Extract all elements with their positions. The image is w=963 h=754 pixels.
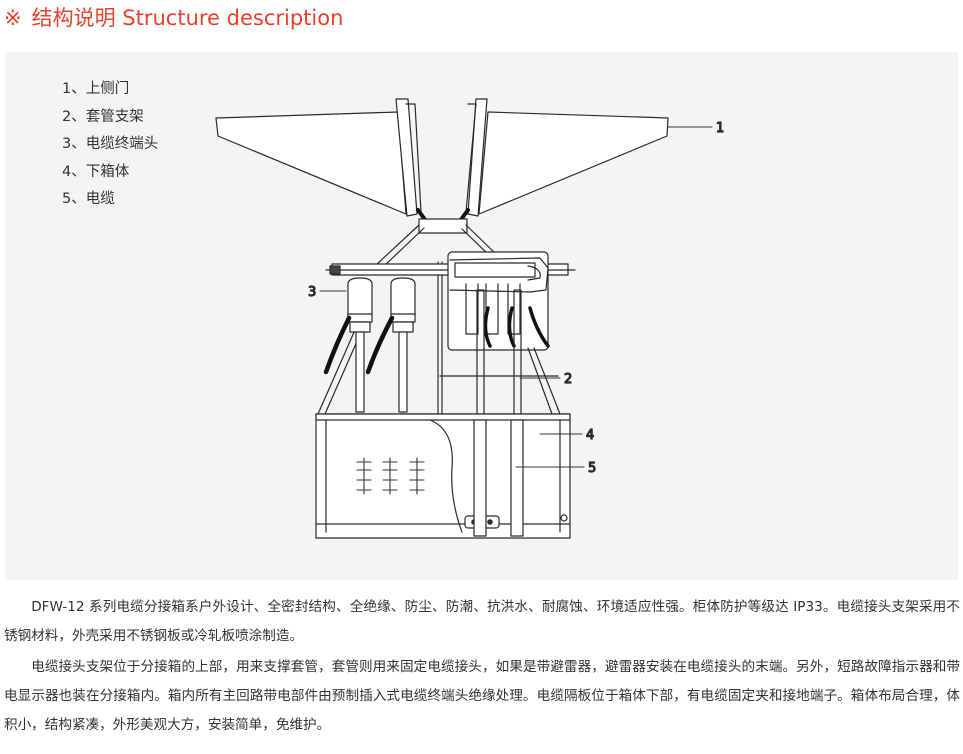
legend-item-4: 4、下箱体 [62,163,130,180]
structure-diagram: 1 2 3 4 5 [215,98,725,539]
upper-side-door-right [465,98,669,217]
description-paragraph-2: 电缆接头支架位于分接箱的上部，用来支撑套管，套管则用来固定电缆接头，如果是带避雷… [4,659,960,733]
callout-4: 4 [586,428,594,443]
parts-legend: 1、上侧门 2、套管支架 3、电缆终端头 4、下箱体 5、电缆 [62,76,158,214]
legend-item-5: 5、电缆 [62,191,115,207]
callout-leaders [319,126,713,468]
callout-1: 1 [716,121,724,136]
legend-item-3: 3、电缆终端头 [62,136,159,152]
section-heading: ※ 结构说明 Structure description [4,2,343,34]
legend-item-1: 1、上侧门 [62,81,130,97]
lower-cabinet [315,413,571,539]
reference-mark: ※ [4,6,22,30]
description: DFW-12 系列电缆分接箱系户外设计、全密封结构、全绝缘、防尘、防潮、抗洪水、… [4,593,960,742]
upper-side-door-left [215,98,422,217]
description-paragraph-1: DFW-12 系列电缆分接箱系户外设计、全密封结构、全绝缘、防尘、防潮、抗洪水、… [4,599,960,644]
callout-3: 3 [308,285,316,300]
callout-5: 5 [588,461,596,476]
legend-item-2: 2、套管支架 [62,108,144,125]
section-title: 结构说明 Structure description [31,6,344,30]
cable-termination-left [323,277,416,413]
callout-2: 2 [564,372,572,387]
